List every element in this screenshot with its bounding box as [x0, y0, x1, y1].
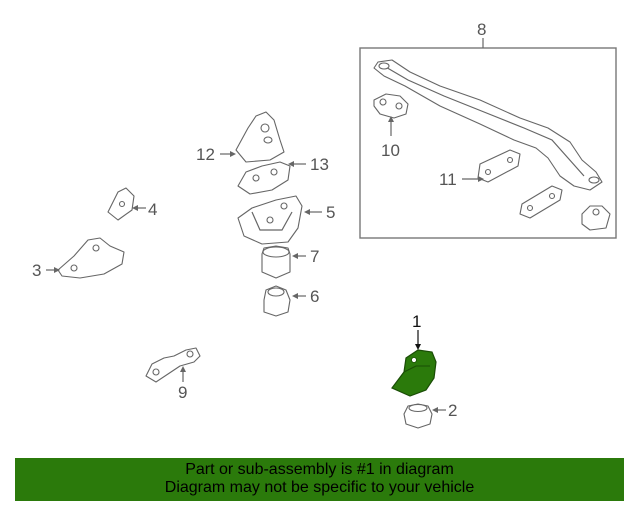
- callout-6[interactable]: 6: [310, 287, 319, 306]
- callout-1-arrow: [415, 344, 421, 350]
- part-3-bracket[interactable]: [57, 237, 125, 279]
- callout-9[interactable]: 9: [178, 383, 187, 402]
- callout-7-arrow: [292, 253, 298, 259]
- callout-12-arrow: [230, 151, 236, 157]
- callout-10[interactable]: 10: [381, 141, 400, 160]
- callout-6-arrow: [292, 293, 298, 299]
- part-9-torque-rod[interactable]: [145, 347, 201, 383]
- inset-bracket-duplicate: [519, 185, 563, 219]
- banner-line-2: Diagram may not be specific to your vehi…: [164, 479, 475, 496]
- callout-9-arrow: [180, 366, 186, 372]
- part-2-insulator[interactable]: [403, 403, 433, 429]
- banner-line-1: Part or sub-assembly is #1 in diagram: [185, 461, 454, 478]
- part-13-bracket[interactable]: [237, 161, 291, 195]
- part-4-bracket[interactable]: [107, 187, 135, 221]
- callout-5-arrow: [304, 209, 310, 215]
- callout-12[interactable]: 12: [196, 145, 215, 164]
- callout-11-arrow: [478, 176, 484, 182]
- callout-2[interactable]: 2: [448, 401, 457, 420]
- part-1-highlighted-mount[interactable]: [391, 349, 437, 397]
- part-12-mount[interactable]: [235, 111, 285, 163]
- callout-13[interactable]: 13: [310, 155, 329, 174]
- inset-small-mount: [581, 205, 611, 231]
- callout-1[interactable]: 1: [412, 312, 421, 331]
- part-6-insulator[interactable]: [263, 285, 291, 317]
- part-8-crossmember[interactable]: [373, 59, 603, 191]
- info-banner: Part or sub-assembly is #1 in diagram Di…: [15, 458, 624, 501]
- callout-10-arrow: [388, 116, 394, 122]
- callout-11[interactable]: 11: [439, 170, 457, 189]
- part-10-mount[interactable]: [373, 93, 409, 119]
- crossmember-inset-box: [359, 47, 617, 239]
- callout-13-arrow: [288, 161, 294, 167]
- callout-3[interactable]: 3: [32, 261, 41, 280]
- part-5-mount-bracket[interactable]: [237, 195, 303, 245]
- callout-2-arrow: [432, 407, 438, 413]
- callout-3-arrow: [54, 267, 60, 273]
- callout-5[interactable]: 5: [326, 203, 335, 222]
- callout-4-arrow: [132, 205, 138, 211]
- callout-8[interactable]: 8: [477, 20, 486, 39]
- part-11-bracket[interactable]: [477, 149, 521, 183]
- exploded-parts-diagram: 8 10 11 12: [32, 20, 617, 429]
- callout-4[interactable]: 4: [148, 200, 157, 219]
- callout-7[interactable]: 7: [310, 247, 319, 266]
- part-7-bushing[interactable]: [261, 245, 291, 279]
